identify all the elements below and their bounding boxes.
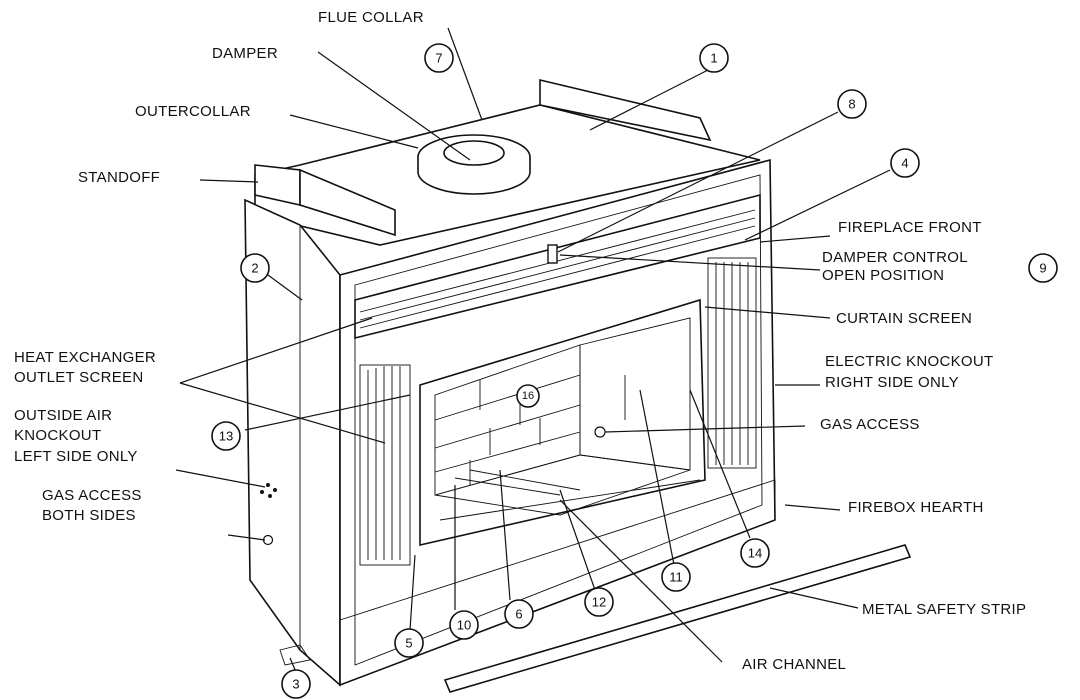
callout-3: 3 — [281, 669, 311, 699]
callout-12: 12 — [584, 587, 614, 617]
label-electric-knockout: ELECTRIC KNOCKOUT — [825, 353, 993, 370]
svg-text:11: 11 — [669, 570, 683, 585]
label-right-side-only: RIGHT SIDE ONLY — [825, 374, 959, 391]
label-damper: DAMPER — [212, 45, 278, 62]
label-gas-access-both: GAS ACCESS — [42, 487, 142, 504]
label-damper-control: DAMPER CONTROL — [822, 249, 968, 266]
flue-collar — [443, 140, 505, 166]
svg-text:10: 10 — [457, 618, 471, 633]
callout-8: 8 — [837, 89, 867, 119]
label-gas-access: GAS ACCESS — [820, 416, 920, 433]
callout-1: 1 — [699, 43, 729, 73]
svg-text:16: 16 — [522, 390, 534, 402]
label-firebox-hearth: FIREBOX HEARTH — [848, 499, 984, 516]
callout-9: 9 — [1028, 253, 1058, 283]
svg-text:3: 3 — [292, 677, 299, 692]
svg-text:6: 6 — [515, 607, 522, 622]
outlet-screen-band — [354, 193, 761, 340]
curtain-screen-left — [359, 364, 411, 566]
label-heat-exchanger: HEAT EXCHANGER — [14, 349, 156, 366]
callout-2: 2 — [240, 253, 270, 283]
svg-text:5: 5 — [405, 636, 412, 651]
svg-text:2: 2 — [251, 261, 258, 276]
label-outside-air: OUTSIDE AIR — [14, 407, 112, 424]
label-curtain-screen: CURTAIN SCREEN — [836, 310, 972, 327]
callouts: 1 2 3 4 5 6 7 8 9 10 11 12 13 14 16 — [211, 43, 1058, 699]
svg-text:13: 13 — [219, 429, 233, 444]
svg-text:12: 12 — [592, 595, 606, 610]
svg-text:14: 14 — [748, 546, 762, 561]
callout-16: 16 — [516, 384, 540, 408]
label-knockout: KNOCKOUT — [14, 427, 101, 444]
fireplace-illustration — [244, 78, 912, 693]
label-outercollar: OUTERCOLLAR — [135, 103, 251, 120]
svg-text:4: 4 — [901, 156, 908, 171]
label-standoff: STANDOFF — [78, 169, 160, 186]
svg-text:9: 9 — [1039, 261, 1046, 276]
label-open-position: OPEN POSITION — [822, 267, 944, 284]
outside-air-knockout — [260, 483, 277, 498]
leader-lines — [175, 27, 891, 673]
label-fireplace-front: FIREPLACE FRONT — [838, 219, 982, 236]
labels: FLUE COLLAR DAMPER OUTERCOLLAR STANDOFF … — [14, 9, 1026, 673]
callout-10: 10 — [449, 610, 479, 640]
callout-6: 6 — [504, 599, 534, 629]
label-flue-collar: FLUE COLLAR — [318, 9, 424, 26]
gas-access-port — [594, 426, 606, 438]
callout-11: 11 — [661, 562, 691, 592]
metal-safety-strip-shape — [443, 544, 912, 693]
svg-text:7: 7 — [435, 51, 442, 66]
curtain-screen-right — [707, 257, 757, 469]
label-outlet-screen: OUTLET SCREEN — [14, 369, 143, 386]
callout-13: 13 — [211, 421, 241, 451]
label-metal-safety-strip: METAL SAFETY STRIP — [862, 601, 1026, 618]
label-left-side-only: LEFT SIDE ONLY — [14, 448, 138, 465]
svg-text:1: 1 — [710, 51, 717, 66]
callout-5: 5 — [394, 628, 424, 658]
label-both-sides: BOTH SIDES — [42, 507, 136, 524]
label-air-channel: AIR CHANNEL — [742, 656, 846, 673]
standoff-left-side — [299, 168, 396, 237]
callout-7: 7 — [424, 43, 454, 73]
damper-control-knob — [547, 244, 558, 264]
callout-14: 14 — [740, 538, 770, 568]
firebrick-lines — [434, 374, 626, 485]
svg-text:8: 8 — [848, 97, 855, 112]
outer-collar-rim — [417, 157, 531, 195]
callout-4: 4 — [890, 148, 920, 178]
